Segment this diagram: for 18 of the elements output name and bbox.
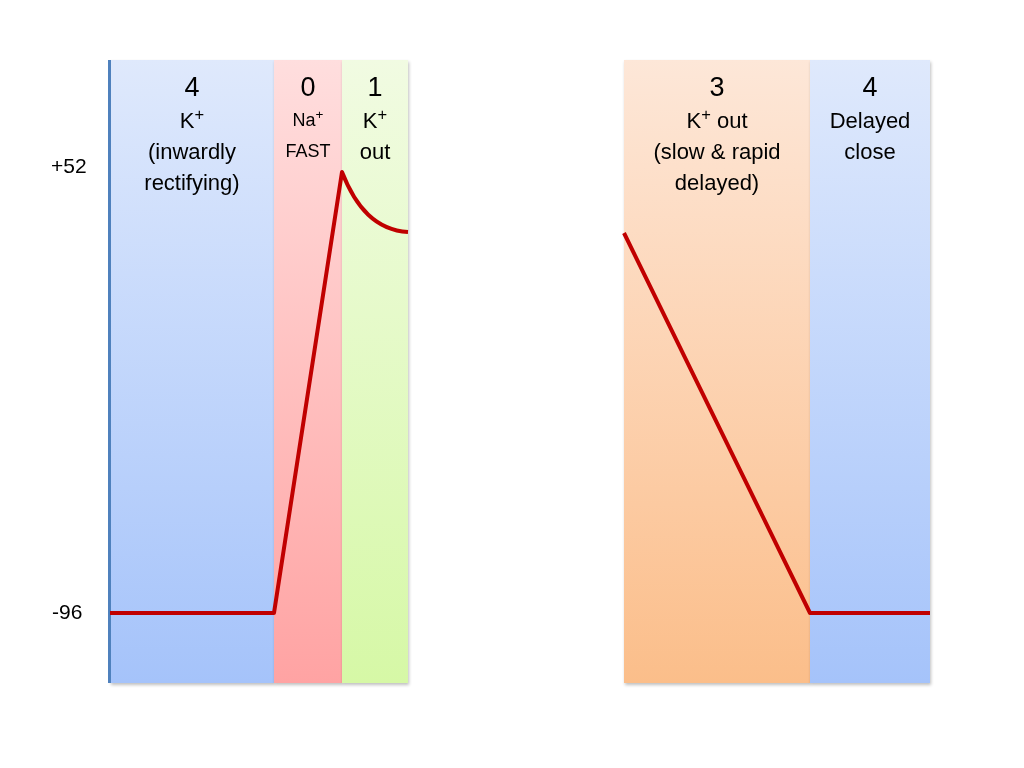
phase-number: 4	[862, 71, 878, 104]
ion-current-label: K$^{+}$ out	[358, 105, 392, 166]
ion-current-label: Na$^{+}$ FAST	[284, 106, 332, 163]
phase-band	[274, 60, 342, 683]
voltage-tick-label: -96	[52, 599, 83, 625]
voltage-tick-label: +52	[51, 153, 87, 179]
phase-band	[624, 60, 810, 683]
ion-current-label: (slow & rapid delayed)	[652, 138, 782, 197]
phase-number: 4	[184, 71, 200, 104]
phase-band	[342, 60, 408, 683]
phase-band	[810, 60, 930, 683]
ion-current-label: K$^{+}$ out	[686, 105, 748, 135]
phase-number: 1	[367, 71, 383, 104]
ion-current-label: K$^{+}$ (inwardly rectifying)	[143, 105, 241, 197]
phase-band	[110, 60, 274, 683]
ion-current-label: Delayed close	[828, 107, 912, 166]
phase-number: 0	[300, 71, 316, 104]
phase-number: 3	[709, 71, 725, 104]
